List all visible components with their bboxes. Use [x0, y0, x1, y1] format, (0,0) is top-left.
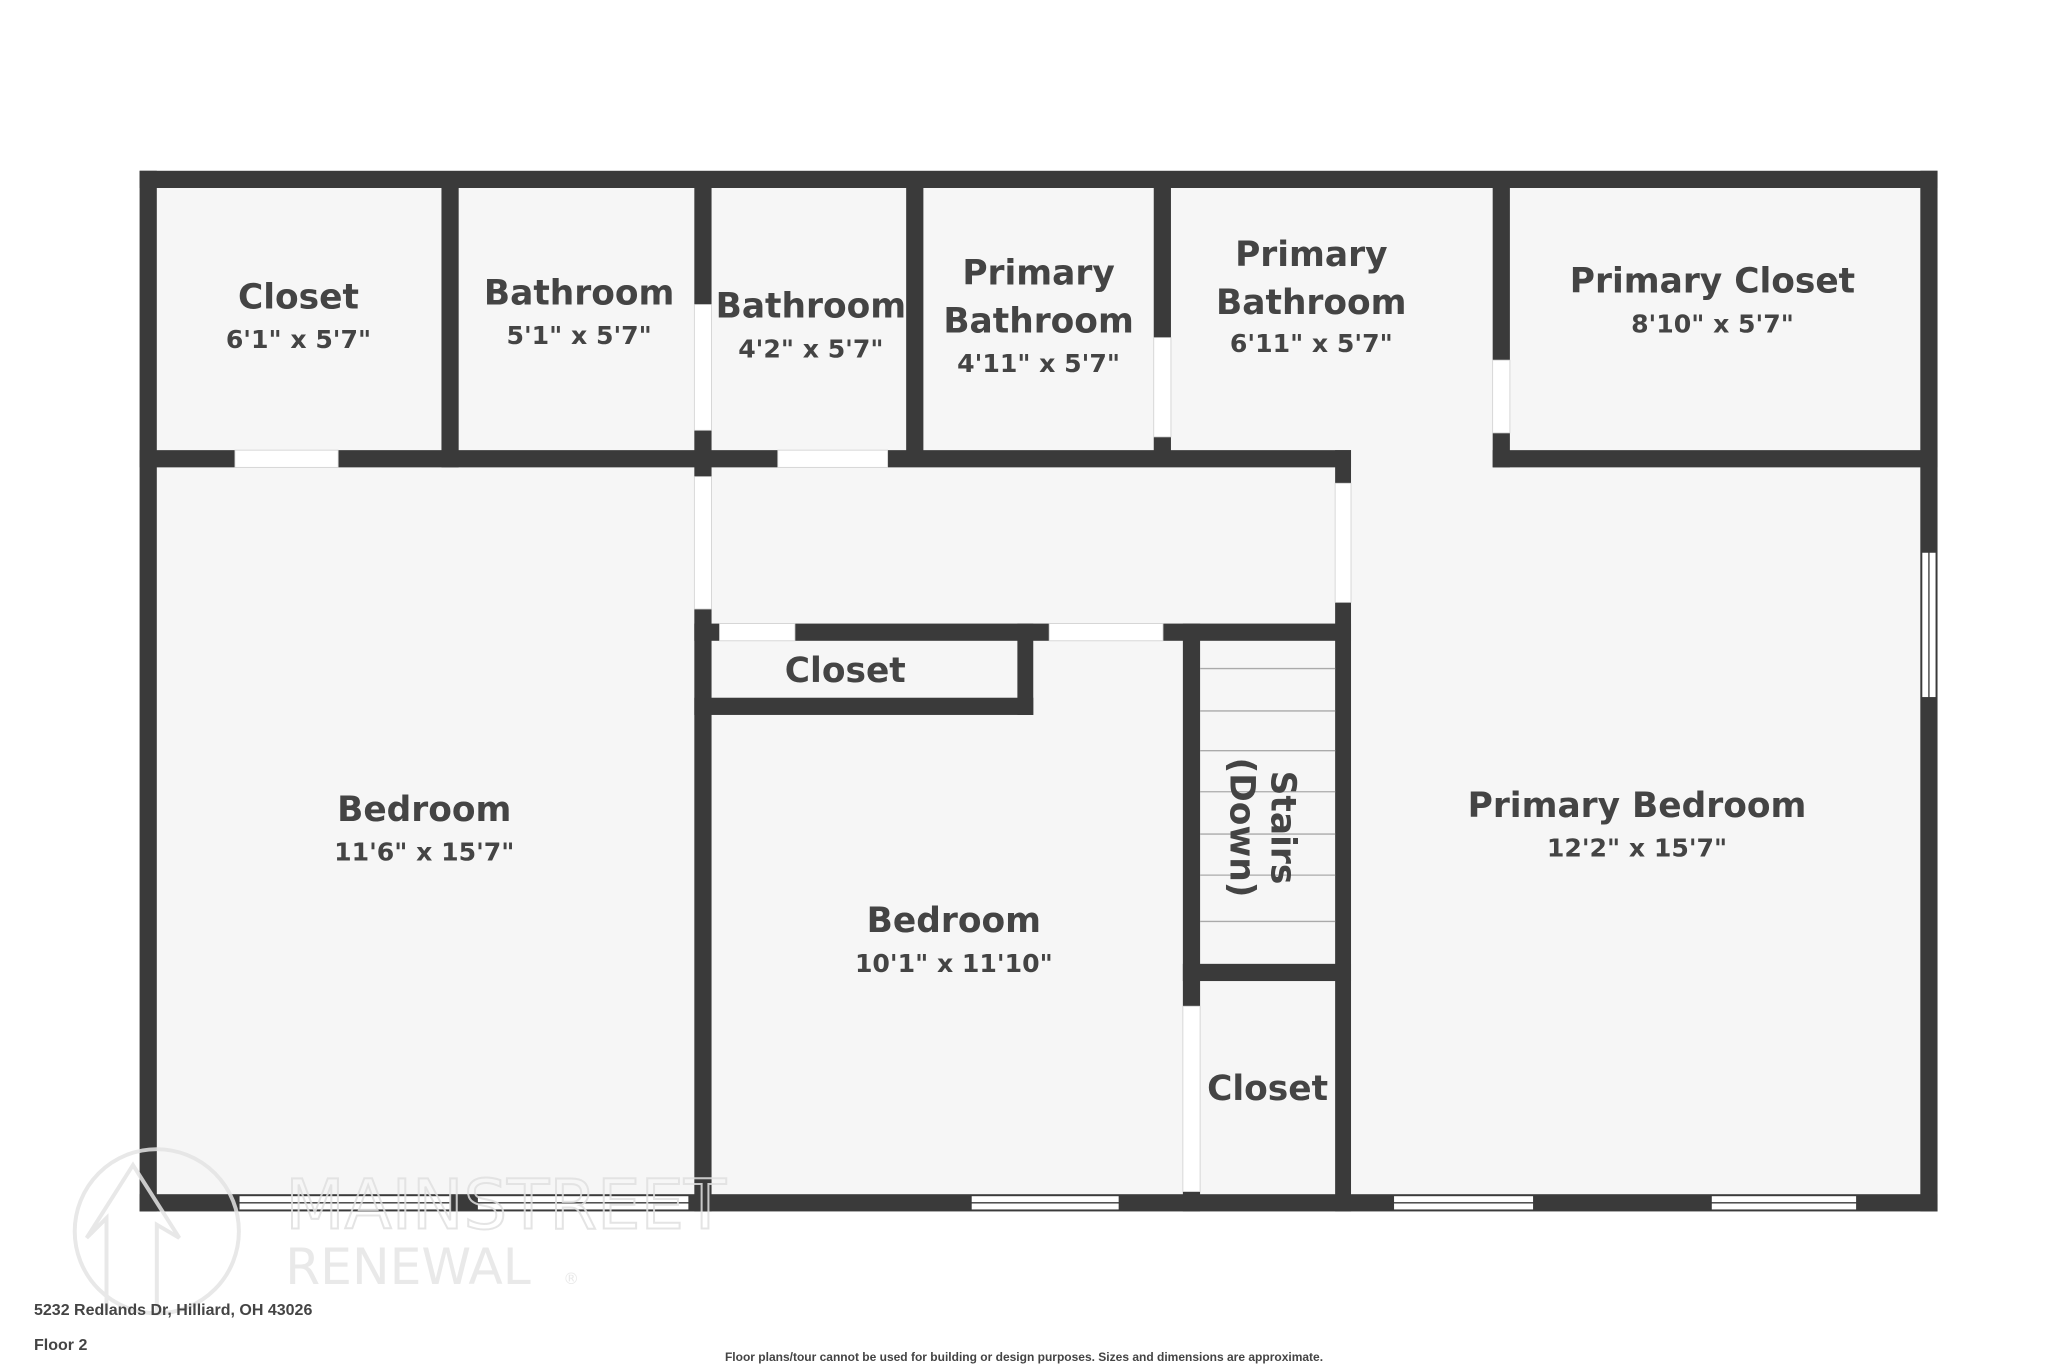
svg-text:Closet: Closet [1207, 1069, 1328, 1109]
svg-text:4'11" x 5'7": 4'11" x 5'7" [957, 349, 1120, 378]
svg-text:4'2" x 5'7": 4'2" x 5'7" [738, 334, 883, 363]
stair-treads [1200, 667, 1336, 923]
room-bedroom-1: Bedroom 11'6" x 15'7" [334, 790, 514, 867]
svg-text:Primary: Primary [962, 254, 1114, 294]
svg-text:Bathroom: Bathroom [1216, 283, 1406, 323]
svg-text:®: ® [563, 1269, 579, 1288]
room-bathroom-1: Bathroom 5'1" x 5'7" [484, 274, 674, 351]
doorways [234, 304, 1511, 1192]
svg-text:Bathroom: Bathroom [716, 287, 906, 327]
svg-text:Bathroom: Bathroom [484, 274, 674, 314]
room-primary-closet: Primary Closet 8'10" x 5'7" [1570, 262, 1855, 339]
room-closet-1: Closet 6'1" x 5'7" [226, 277, 371, 354]
svg-text:Stairs: Stairs [1263, 771, 1303, 885]
room-primary-bathroom-2: Primary Bathroom 6'11" x 5'7" [1216, 235, 1406, 358]
room-primary-bathroom-1: Primary Bathroom 4'11" x 5'7" [943, 254, 1133, 378]
svg-text:Primary: Primary [1235, 235, 1387, 275]
svg-text:10'1" x 11'10": 10'1" x 11'10" [855, 949, 1053, 978]
windows [238, 551, 1937, 1211]
svg-text:8'10" x 5'7": 8'10" x 5'7" [1631, 309, 1794, 338]
room-bedroom-2: Bedroom 10'1" x 11'10" [855, 901, 1053, 978]
floor-area [139, 170, 1938, 1212]
svg-text:6'1" x 5'7": 6'1" x 5'7" [226, 325, 371, 354]
svg-text:Closet: Closet [785, 651, 906, 691]
svg-text:Bedroom: Bedroom [337, 790, 511, 830]
room-bathroom-2: Bathroom 4'2" x 5'7" [716, 287, 906, 364]
room-stairs: Stairs (Down) [1222, 758, 1303, 898]
svg-text:Primary Bedroom: Primary Bedroom [1468, 786, 1807, 826]
svg-text:5'1" x 5'7": 5'1" x 5'7" [507, 321, 652, 350]
room-primary-bedroom: Primary Bedroom 12'2" x 15'7" [1468, 786, 1807, 863]
svg-text:6'11" x 5'7": 6'11" x 5'7" [1230, 329, 1393, 358]
room-hall-closet: Closet [785, 651, 906, 691]
svg-text:12'2" x 15'7": 12'2" x 15'7" [1547, 834, 1727, 863]
svg-text:Closet: Closet [238, 277, 359, 317]
watermark-logo: MAINSTREET RENEWAL ® [72, 1147, 728, 1316]
walls [139, 170, 1938, 1212]
svg-text:Bathroom: Bathroom [943, 301, 1133, 341]
svg-text:MAINSTREET: MAINSTREET [285, 1166, 727, 1246]
floor-label: Floor 2 [34, 1337, 88, 1354]
svg-text:Primary Closet: Primary Closet [1570, 262, 1855, 302]
room-stair-closet: Closet [1207, 1069, 1328, 1109]
svg-text:(Down): (Down) [1222, 758, 1262, 898]
disclaimer: Floor plans/tour cannot be used for buil… [724, 1350, 1324, 1364]
svg-text:11'6" x 15'7": 11'6" x 15'7" [334, 838, 514, 867]
svg-text:Bedroom: Bedroom [867, 901, 1041, 941]
address-label: 5232 Redlands Dr, Hilliard, OH 43026 [34, 1302, 313, 1319]
svg-text:RENEWAL: RENEWAL [285, 1237, 531, 1296]
